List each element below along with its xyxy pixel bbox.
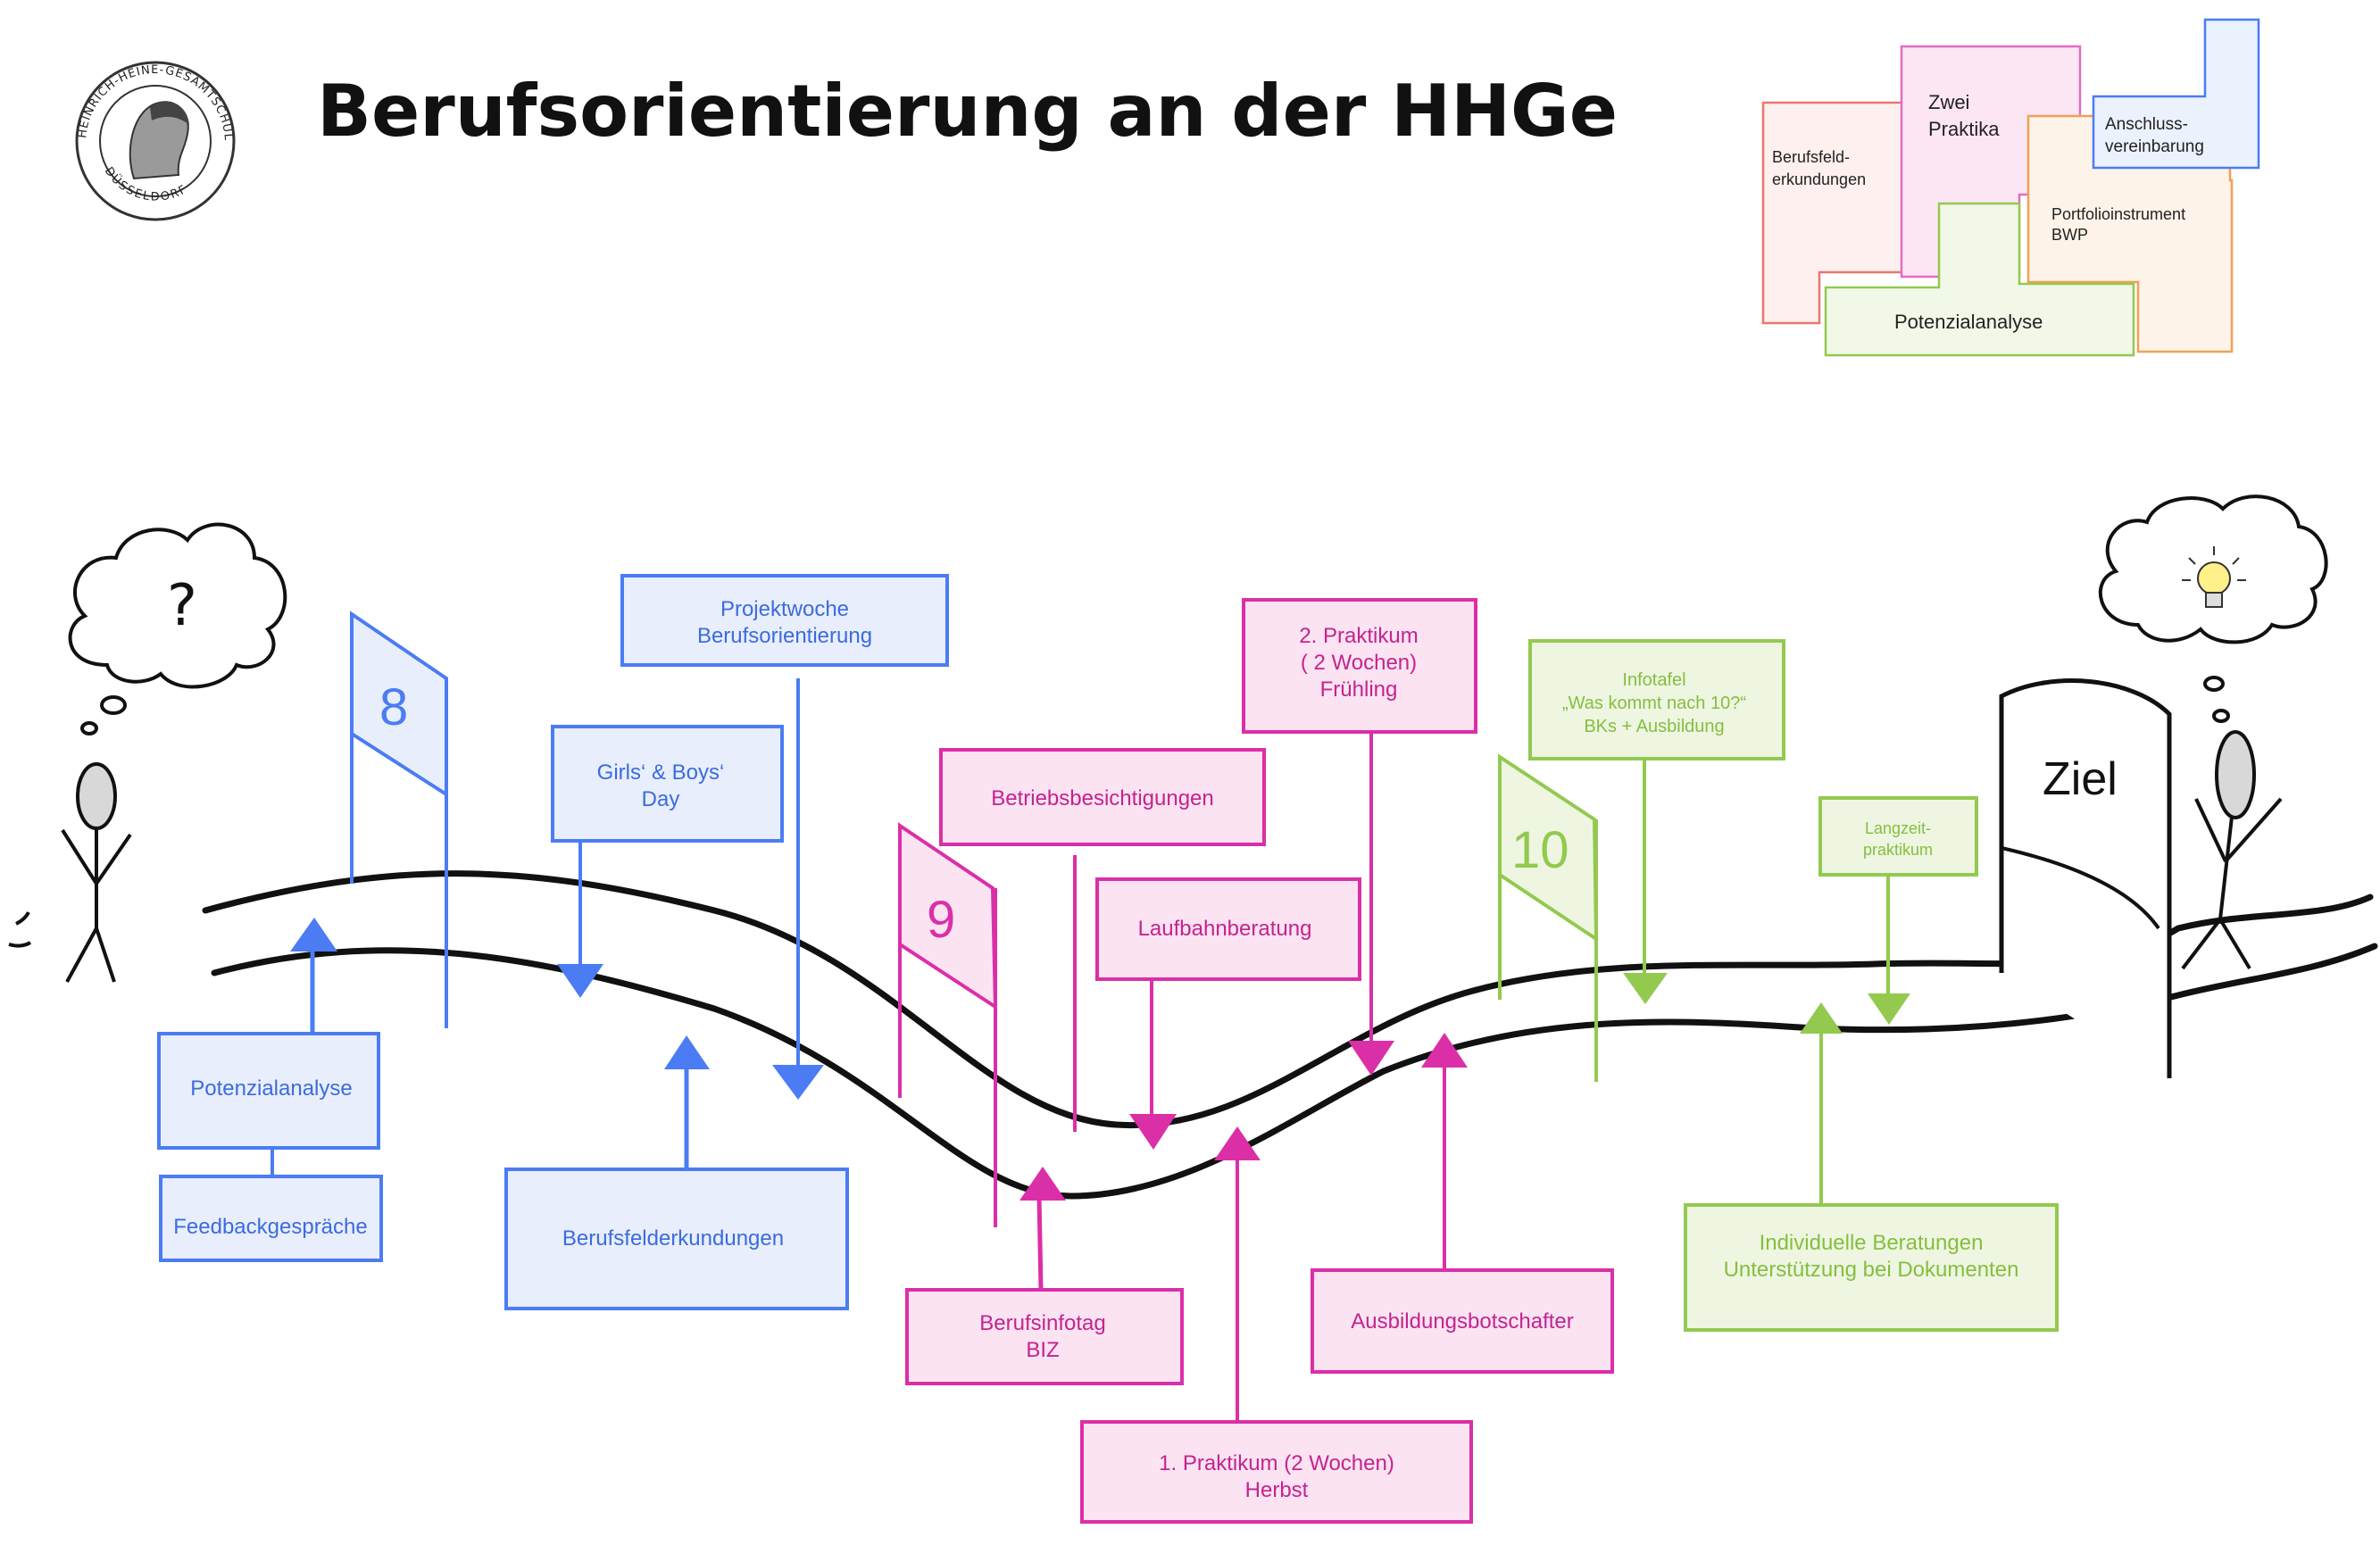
legend-portfolio-label: Portfolioinstrument [2051, 205, 2185, 223]
boxes-langzeit1-label: Langzeit- [1865, 819, 1931, 837]
arrow-up-icon [1019, 1167, 1066, 1201]
arrow-down-icon [1868, 993, 1910, 1025]
boxes-praktikum1-2-label: Herbst [1245, 1478, 1309, 1502]
boxes-berufsinfotag2-label: BIZ [1026, 1338, 1059, 1362]
boxes-individuell2-label: Unterstützung bei Dokumenten [1724, 1258, 2019, 1282]
arrow-down-icon [772, 1065, 824, 1100]
flag-10-label: 10 [1511, 821, 1569, 879]
boxes-infotafel3-label: BKs + Ausbildung [1584, 717, 1724, 736]
legend-praktika-label: Zwei [1928, 91, 1969, 113]
box-feedback: Feedbackgespräche [159, 1175, 383, 1262]
arrow-down-icon [1129, 1114, 1177, 1150]
flag-8-label: 8 [379, 678, 408, 736]
box-infotafel: Infotafel „Was kommt nach 10?“ BKs + Aus… [1528, 639, 1785, 1004]
box-laufbahnberatung: Laufbahnberatung [1095, 877, 1361, 1150]
arrow-up-icon [290, 918, 337, 952]
box-girls-boys-day: Girls‘ & Boys‘ Day [551, 725, 784, 998]
boxes-praktikum2-3-label: Frühling [1320, 677, 1398, 702]
boxes-praktikum2-2-label: ( 2 Wochen) [1301, 651, 1417, 675]
boxes-berufsinfotag1-label: Berufsinfotag [979, 1311, 1105, 1335]
boxes-projektwoche1-label: Projektwoche [720, 597, 849, 621]
legend-anschluss-label: Anschluss- [2105, 115, 2188, 134]
boxes-praktikum2-1-label: 2. Praktikum [1299, 624, 1418, 648]
boxes-infotafel1-label: Infotafel [1622, 670, 1685, 690]
boxes-berufsfelderkundungen-label: Berufsfelderkundungen [562, 1226, 784, 1251]
boxes-langzeit2-label: praktikum [1863, 841, 1933, 859]
boxes-girls2-label: Day [642, 787, 680, 811]
goal-gate: Ziel [1999, 678, 2172, 1078]
box-berufsfelderkundungen: Berufsfelderkundungen [504, 1035, 849, 1310]
flag-grade-8: 8 [350, 611, 448, 1028]
flag-9-label: 9 [927, 891, 955, 949]
question-mark: ? [167, 573, 197, 639]
boxes-potenzialanalyse-label: Potenzialanalyse [190, 1076, 352, 1101]
boxes-individuell1-label: Individuelle Beratungen [1760, 1231, 1984, 1255]
legend-anschluss-label2: vereinbarung [2105, 137, 2204, 156]
flag-grade-9: 9 [898, 822, 998, 1227]
boxes-projektwoche2-label: Berufsorientierung [697, 624, 872, 648]
boxes-infotafel2-label: „Was kommt nach 10?“ [1562, 694, 1746, 713]
arrow-up-icon [1800, 1002, 1843, 1034]
arrow-up-icon [1214, 1126, 1261, 1160]
boxes-betrieb-label: Betriebsbesichtigungen [991, 786, 1214, 810]
box-betriebsbesichtigungen: Betriebsbesichtigungen [939, 748, 1266, 1132]
legend-berufsfeld-label: Berufsfeld- [1772, 148, 1850, 166]
boxes-ausbildung-label: Ausbildungsbotschafter [1351, 1309, 1574, 1334]
boxes-praktikum1-1-label: 1. Praktikum (2 Wochen) [1159, 1451, 1394, 1475]
legend-portfolio-label2: BWP [2051, 226, 2088, 244]
stick-figure-left [8, 762, 132, 983]
legend-praktika-label2: Praktika [1928, 118, 2000, 140]
school-logo: HEINRICH-HEINE-GESAMTSCHULE DÜSSELDORF [0, 0, 236, 221]
thought-bubble-right [2098, 494, 2328, 723]
arrow-down-icon [1348, 1041, 1394, 1076]
box-praktikum-2: 2. Praktikum ( 2 Wochen) Frühling [1242, 598, 1477, 1076]
box-potenzialanalyse: Potenzialanalyse [157, 918, 380, 1176]
arrow-up-icon [664, 1035, 710, 1069]
boxes-girls1-label: Girls‘ & Boys‘ [597, 760, 725, 785]
arrow-down-icon [1623, 973, 1668, 1004]
boxes-feedback-label: Feedbackgespräche [173, 1215, 367, 1239]
box-ausbildungsbotschafter: Ausbildungsbotschafter [1311, 1033, 1614, 1374]
box-berufsinfotag: Berufsinfotag BIZ [905, 1167, 1184, 1385]
arrow-down-icon [557, 964, 603, 998]
lightbulb-icon [2182, 546, 2246, 608]
boxes-laufbahn-label: Laufbahnberatung [1138, 917, 1312, 941]
legend-stack: Berufsfeld- erkundungen Zwei Praktika Po… [1761, 18, 2260, 357]
legend-potenzial-shape [1824, 202, 2135, 357]
legend-berufsfeld-label2: erkundungen [1772, 170, 1866, 188]
stick-figure-right [2181, 730, 2283, 970]
page-title: Berufsorientierung an der HHGe [317, 70, 1618, 153]
box-projektwoche: Projektwoche Berufsorientierung [620, 574, 949, 1100]
legend-potenzial-label: Potenzialanalyse [1894, 311, 2043, 333]
thought-bubble-left: ? [68, 522, 287, 735]
box-langzeitpraktikum: Langzeit- praktikum [1818, 796, 1978, 1025]
flag-grade-10: 10 [1498, 753, 1599, 1082]
box-individuelle-beratungen: Individuelle Beratungen Unterstützung be… [1684, 1002, 2059, 1332]
legend-anschluss-shape [2092, 18, 2260, 170]
box-praktikum-1: 1. Praktikum (2 Wochen) Herbst [1080, 1126, 1473, 1524]
goal-label: Ziel [2043, 753, 2118, 805]
arrow-up-icon [1421, 1033, 1468, 1068]
